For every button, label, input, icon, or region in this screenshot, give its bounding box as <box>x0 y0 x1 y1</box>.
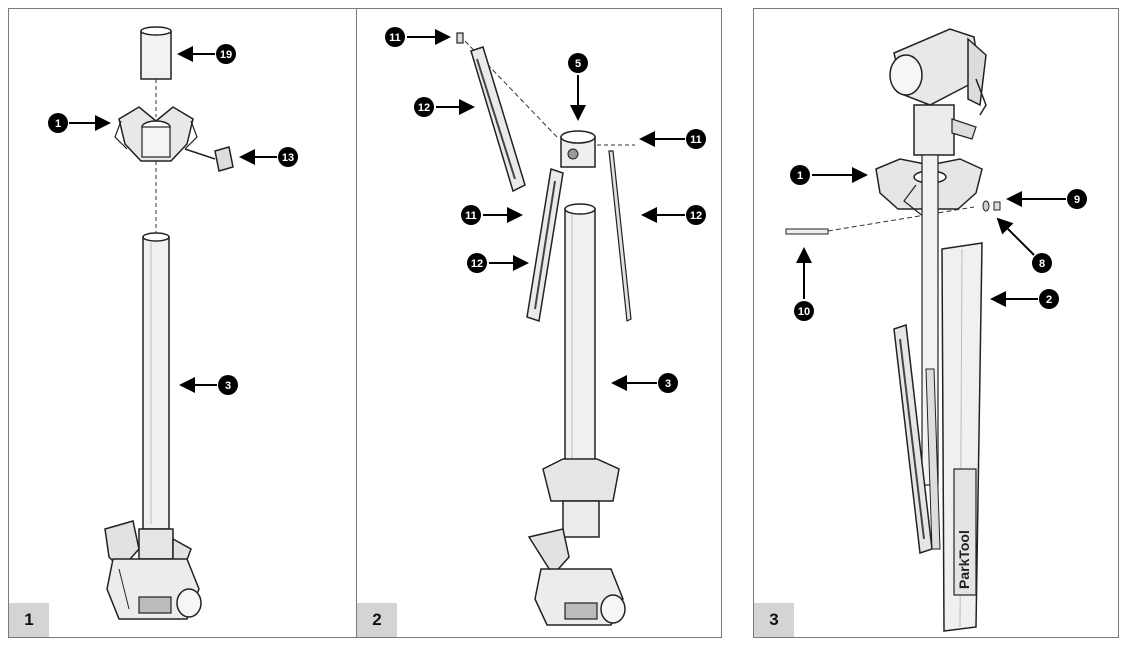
callout-11-mid: 11 <box>461 205 523 225</box>
svg-text:2: 2 <box>1046 294 1052 306</box>
svg-text:3: 3 <box>665 378 671 390</box>
repair-clamp-head <box>889 28 987 156</box>
svg-text:9: 9 <box>1074 194 1080 206</box>
step-3-panel: ParkTool 1 9 8 10 <box>753 8 1119 638</box>
step-number-badge: 3 <box>754 603 794 637</box>
svg-text:19: 19 <box>220 49 232 61</box>
cap-part <box>140 26 172 80</box>
callout-1: 1 <box>790 165 868 185</box>
callout-9: 9 <box>1006 189 1087 209</box>
svg-text:11: 11 <box>389 32 401 44</box>
brand-logo-text: ParkTool <box>956 530 972 589</box>
nut-part <box>993 201 1001 211</box>
step-1-diagram: 19 1 13 3 <box>48 26 298 620</box>
step-1-panel: 19 1 13 3 1 <box>8 8 374 638</box>
step-number-badge: 1 <box>9 603 49 637</box>
pin-part <box>785 206 975 235</box>
callout-3: 3 <box>611 373 678 393</box>
strap-part-upper <box>470 46 526 193</box>
lower-clamp-assembly <box>104 520 202 620</box>
svg-text:8: 8 <box>1039 258 1045 270</box>
top-cap-part <box>560 130 596 168</box>
lower-clamp-assembly <box>527 528 626 626</box>
strap-part-right <box>608 150 632 322</box>
callout-2: 2 <box>990 289 1059 309</box>
svg-text:12: 12 <box>418 102 430 114</box>
step-number-badge: 2 <box>357 603 397 637</box>
step-2-panel: 11 5 12 11 11 12 12 <box>356 8 722 638</box>
svg-text:13: 13 <box>282 152 294 164</box>
strap-part-middle <box>526 168 564 322</box>
upper-tube-part <box>142 232 170 530</box>
callout-3: 3 <box>179 375 238 395</box>
callout-12-right: 12 <box>641 205 706 225</box>
callout-8: 8 <box>996 217 1052 273</box>
svg-text:11: 11 <box>465 210 477 222</box>
knob-part <box>184 146 234 172</box>
callout-11-top: 11 <box>385 27 451 47</box>
svg-text:1: 1 <box>797 170 803 182</box>
svg-text:10: 10 <box>798 306 810 318</box>
step-2-diagram: 11 5 12 11 11 12 12 <box>385 27 706 626</box>
callout-11-right: 11 <box>639 129 706 149</box>
tube-part <box>564 203 596 470</box>
washer-part <box>982 200 990 212</box>
clamp-collar-part <box>114 106 198 162</box>
mid-clamp-assembly <box>542 458 620 538</box>
svg-text:12: 12 <box>471 258 483 270</box>
callout-5: 5 <box>568 53 588 121</box>
svg-text:11: 11 <box>690 134 702 146</box>
svg-text:3: 3 <box>225 380 231 392</box>
callout-19: 19 <box>177 44 236 64</box>
callout-1: 1 <box>48 113 111 133</box>
callout-13: 13 <box>239 147 298 167</box>
svg-text:12: 12 <box>690 210 702 222</box>
folded-strap-part <box>893 323 941 555</box>
screw-part-top <box>456 32 464 44</box>
step-3-diagram: ParkTool 1 9 8 10 <box>785 28 1087 632</box>
callout-10: 10 <box>794 247 814 321</box>
callout-12-upper: 12 <box>414 97 475 117</box>
main-leg-part: ParkTool <box>941 242 983 632</box>
callout-12-mid: 12 <box>467 253 529 273</box>
svg-text:1: 1 <box>55 118 61 130</box>
svg-text:5: 5 <box>575 58 581 70</box>
